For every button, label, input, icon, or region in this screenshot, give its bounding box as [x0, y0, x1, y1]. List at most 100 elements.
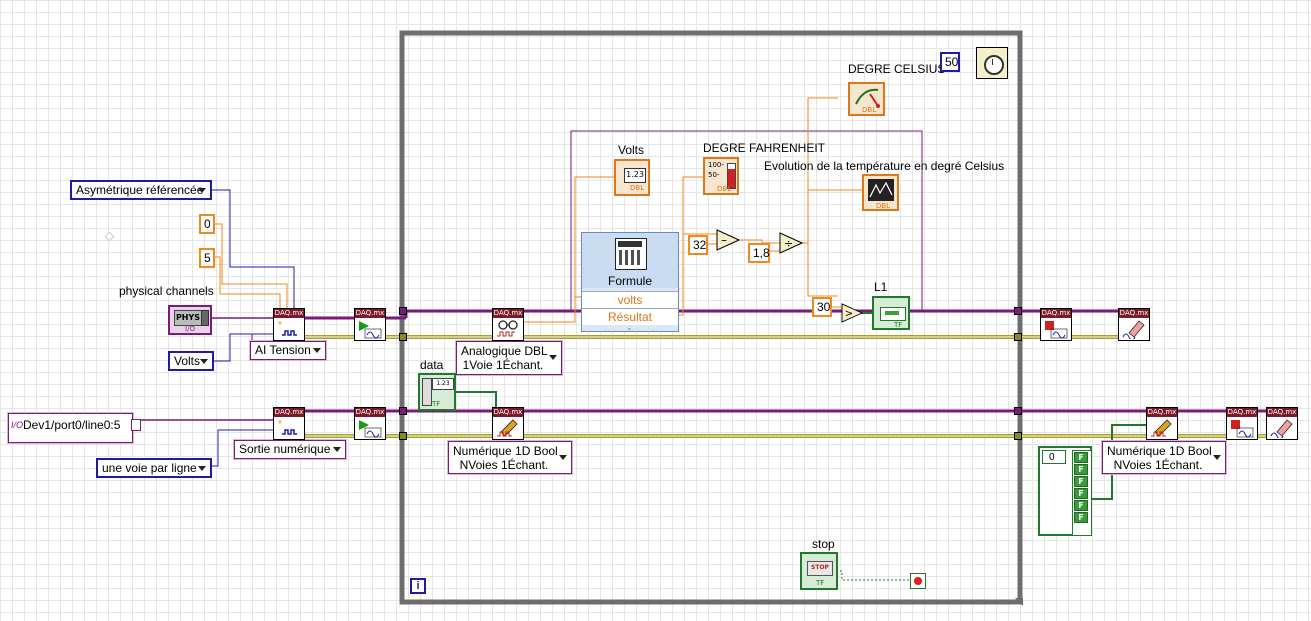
digital-output-selector[interactable]: Sortie numérique	[233, 439, 347, 460]
read-type-line2: 1Voie 1Échant.	[462, 358, 544, 372]
subtract-node[interactable]: –	[716, 229, 740, 251]
bool-element[interactable]: F	[1074, 476, 1088, 487]
led-label: L1	[874, 280, 888, 294]
tank-50-label: 50-	[708, 171, 720, 179]
clear-eraser-icon	[1122, 320, 1145, 339]
array-index	[422, 378, 432, 406]
tf-tag: TF	[894, 321, 903, 329]
svg-text:*: *	[278, 320, 282, 331]
wait-ms-node[interactable]	[976, 47, 1008, 79]
formula-express-vi[interactable]: Formule volts Résultat ⌄	[581, 232, 679, 332]
daqmx-write-outside[interactable]: DAQ.mx	[1146, 407, 1178, 440]
formula-input-label: volts	[617, 293, 643, 307]
bool-array-elements: F F F F F F	[1072, 450, 1092, 536]
tf-tag: TF	[432, 400, 441, 408]
create-channel-icon: *	[278, 320, 297, 336]
tf-tag: TF	[816, 579, 825, 587]
line-grouping-constant[interactable]: une voie par ligne	[96, 458, 212, 478]
gauge-icon	[855, 88, 880, 108]
formula-header: Formule	[582, 233, 678, 288]
tunnel-error-in-ai	[399, 333, 407, 341]
daqmx-write-inside[interactable]: DAQ.mx	[492, 407, 524, 440]
daqmx-stop-task-do[interactable]: DAQ.mx	[1226, 407, 1258, 440]
svg-text:÷: ÷	[784, 237, 793, 250]
physical-channels-label: physical channels	[119, 284, 214, 298]
data-array-control[interactable]: 1.23 TF	[418, 373, 456, 411]
start-task-icon	[359, 321, 382, 339]
array-element: 1.23	[432, 378, 454, 390]
daqmx-stop-task-ai[interactable]: DAQ.mx	[1040, 308, 1072, 341]
chart-label: Evolution de la température en degré Cel…	[764, 159, 1005, 173]
formula-input-row[interactable]: volts	[582, 291, 678, 308]
formula-title: Formule	[607, 274, 652, 288]
bool-element[interactable]: F	[1074, 500, 1088, 511]
bool-array-constant[interactable]: 0 F F F F F F	[1038, 446, 1092, 536]
daqmx-create-channel-do[interactable]: DAQ.mx *	[273, 407, 305, 440]
bool-element[interactable]: F	[1074, 464, 1088, 475]
bool-element[interactable]: F	[1074, 512, 1088, 523]
tunnel-task-out-ai	[1014, 307, 1022, 315]
formula-output-row[interactable]: Résultat	[582, 308, 678, 325]
write2-type-line1: Numérique 1D Bool	[1107, 444, 1212, 458]
tunnel-task-out-do	[1014, 407, 1022, 415]
write-type-line1: Numérique 1D Bool	[453, 444, 558, 458]
greater-comparison-node[interactable]: >	[841, 303, 863, 323]
tunnel-error-out-ai	[1014, 333, 1022, 341]
daqmx-create-channel-ai[interactable]: DAQ.mx *	[273, 308, 305, 341]
dbl-tag: DBL	[717, 185, 732, 193]
phys-text: PHYS	[175, 313, 201, 322]
max-value-constant[interactable]: 5	[199, 248, 215, 268]
offset-32-constant[interactable]: 32	[688, 235, 708, 255]
daqmx-clear-task-do[interactable]: DAQ.mx	[1266, 407, 1298, 440]
svg-text:>: >	[845, 309, 853, 320]
while-loop-resize-corner	[1015, 598, 1023, 606]
start-task-icon	[359, 420, 382, 438]
stop-button-control[interactable]: STOP TF	[800, 552, 838, 590]
svg-text:*: *	[278, 419, 282, 430]
stop-label: stop	[812, 537, 835, 551]
chart-trace-icon	[869, 181, 893, 198]
write-pencil-icon	[497, 419, 518, 437]
digital-lines-dropdown-icon[interactable]	[131, 419, 141, 431]
daqmx-read[interactable]: DAQ.mx	[492, 308, 524, 341]
write2-type-selector[interactable]: Numérique 1D Bool NVoies 1Échant.	[1101, 440, 1227, 475]
tunnel-task-in-do	[399, 407, 407, 415]
formula-expand-chevron-icon[interactable]: ⌄	[626, 323, 633, 332]
divide-node[interactable]: ÷	[779, 232, 803, 254]
daqmx-start-task-do[interactable]: DAQ.mx	[354, 407, 386, 440]
threshold-constant[interactable]: 30	[812, 297, 832, 317]
iteration-terminal: i	[410, 578, 426, 594]
io-glyph: I/O	[11, 420, 24, 430]
celsius-label: DEGRE CELSIUS	[848, 62, 946, 76]
volts-indicator-label: Volts	[618, 143, 645, 157]
dbl-tag: DBL	[876, 202, 891, 210]
tunnel-error-in-do	[399, 432, 407, 440]
physical-channels-control[interactable]: PHYS I/O	[168, 305, 212, 335]
task-wire-analog	[304, 309, 1120, 320]
clock-icon	[984, 55, 1004, 75]
write2-type-line2: NVoies 1Échant.	[1113, 458, 1203, 472]
wait-ms-constant[interactable]: 50	[940, 52, 960, 72]
led-indicator: TF	[872, 296, 910, 330]
bool-element[interactable]: F	[1074, 488, 1088, 499]
bool-element[interactable]: F	[1074, 452, 1088, 463]
phys-box: PHYS	[174, 310, 202, 326]
daqmx-clear-task-ai[interactable]: DAQ.mx	[1118, 308, 1150, 341]
stop-task-icon	[1045, 321, 1068, 339]
ai-voltage-selector[interactable]: AI Tension	[249, 340, 327, 361]
data-label: data	[420, 358, 444, 372]
terminal-config-constant[interactable]: Asymétrique référencée	[70, 180, 212, 200]
loop-condition-stop-icon[interactable]	[910, 573, 926, 589]
create-channel-icon: *	[278, 419, 297, 435]
digital-lines-constant[interactable]: I/O Dev1/port0/line0:5	[7, 412, 134, 444]
write-type-selector[interactable]: Numérique 1D Bool NVoies 1Échant.	[447, 440, 573, 475]
daqmx-start-task-ai[interactable]: DAQ.mx	[354, 308, 386, 341]
divisor-constant[interactable]: 1,8	[748, 243, 770, 263]
min-value-constant[interactable]: 0	[199, 214, 215, 234]
digital-lines-text: Dev1/port0/line0:5	[23, 418, 121, 432]
celsius-gauge-indicator: DBL	[848, 82, 885, 116]
bool-array-index[interactable]: 0	[1042, 450, 1066, 464]
read-type-selector[interactable]: Analogique DBL 1Voie 1Échant.	[455, 340, 563, 376]
units-constant[interactable]: Volts	[168, 351, 214, 371]
